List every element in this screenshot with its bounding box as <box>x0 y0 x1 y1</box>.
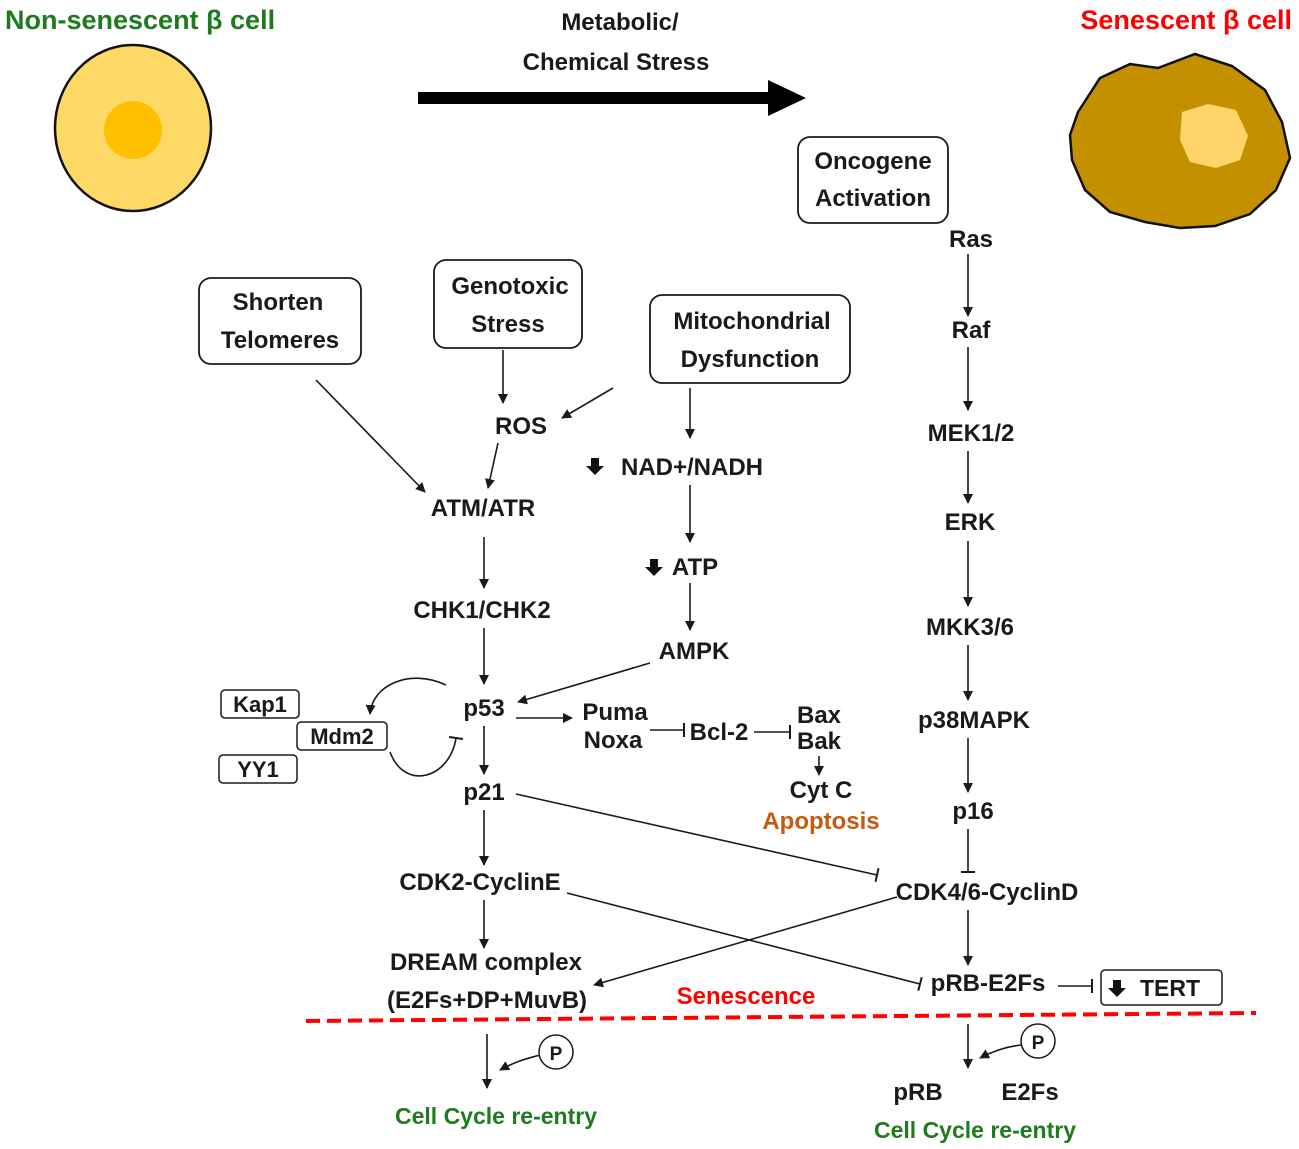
node-erk: ERK <box>945 509 996 536</box>
node-p16: p16 <box>952 798 993 825</box>
kap1-box: Kap1 <box>220 689 300 719</box>
node-dream-complex: DREAM complex <box>390 949 583 976</box>
kap1-label: Kap1 <box>233 692 287 717</box>
cell-cycle-reentry-right: Cell Cycle re-entry <box>874 1117 1076 1143</box>
stress-label-line2: Chemical Stress <box>523 49 710 76</box>
node-atm-atr: ATM/ATR <box>431 495 535 522</box>
senescent-cell-label: Senescent β cell <box>1080 5 1292 35</box>
telomeres-label-2: Telomeres <box>221 327 339 354</box>
node-chk1-chk2: CHK1/CHK2 <box>413 597 550 624</box>
node-p38mapk: p38MAPK <box>918 707 1031 734</box>
node-ros: ROS <box>495 413 547 440</box>
oncogene-label-1: Oncogene <box>814 148 931 175</box>
stress-arrow <box>418 80 806 116</box>
node-bax: Bax <box>797 702 842 729</box>
genotoxic-label-1: Genotoxic <box>451 273 568 300</box>
node-noxa: Noxa <box>584 727 643 754</box>
tert-label: TERT <box>1140 975 1200 1001</box>
node-cdk46-cyclind: CDK4/6-CyclinD <box>896 879 1079 906</box>
node-cdk2-cycline: CDK2-CyclinE <box>399 869 560 896</box>
node-e2fs: E2Fs <box>1001 1079 1058 1106</box>
tert-box: TERT <box>1100 969 1223 1006</box>
telomeres-label-1: Shorten <box>233 289 324 316</box>
mito-label-1: Mitochondrial <box>673 308 830 335</box>
senescence-boundary <box>305 1011 1257 1023</box>
mdm2-label: Mdm2 <box>310 724 374 749</box>
connectors <box>315 254 1093 1089</box>
node-atp: ATP <box>672 554 718 581</box>
down-arrow-icon-nad <box>586 458 604 475</box>
phosphate-right-label: P <box>1032 1033 1045 1054</box>
phosphate-right: P <box>1020 1023 1056 1059</box>
mitochondrial-dysfunction-box: Mitochondrial Dysfunction <box>649 294 851 384</box>
node-p53: p53 <box>463 695 504 722</box>
mito-label-2: Dysfunction <box>681 346 820 373</box>
cell-cycle-reentry-left: Cell Cycle re-entry <box>395 1103 597 1129</box>
node-bak: Bak <box>797 728 842 755</box>
node-ampk: AMPK <box>659 638 730 665</box>
yy1-box: YY1 <box>218 754 298 784</box>
down-arrow-icon-atp <box>645 559 663 576</box>
node-nad-nadh: NAD+/NADH <box>621 454 763 481</box>
yy1-label: YY1 <box>237 757 279 782</box>
node-ras: Ras <box>949 226 993 253</box>
node-cytc: Cyt C <box>790 777 853 804</box>
oncogene-label-2: Activation <box>815 185 931 212</box>
phosphate-left-label: P <box>550 1044 563 1065</box>
non-senescent-cell-label: Non-senescent β cell <box>5 5 275 35</box>
node-prb: pRB <box>893 1079 942 1106</box>
genotoxic-label-2: Stress <box>471 311 544 338</box>
stress-label-line1: Metabolic/ <box>561 9 679 36</box>
node-bcl2: Bcl-2 <box>690 719 749 746</box>
node-puma: Puma <box>582 699 648 726</box>
node-mek: MEK1/2 <box>928 420 1015 447</box>
shorten-telomeres-box: Shorten Telomeres <box>198 277 362 365</box>
senescent-cell <box>1068 52 1292 230</box>
genotoxic-stress-box: Genotoxic Stress <box>433 259 583 349</box>
node-p21: p21 <box>463 779 504 806</box>
node-prb-e2fs: pRB-E2Fs <box>931 970 1046 997</box>
apoptosis-label: Apoptosis <box>762 808 879 835</box>
node-dream-components: (E2Fs+DP+MuvB) <box>387 987 587 1014</box>
node-raf: Raf <box>952 317 992 344</box>
node-mkk: MKK3/6 <box>926 614 1014 641</box>
senescence-label: Senescence <box>677 983 816 1010</box>
oncogene-activation-box: Oncogene Activation <box>797 136 949 224</box>
phosphate-left: P <box>538 1034 574 1070</box>
non-senescent-cell <box>53 43 213 213</box>
down-arrow-icon <box>1108 980 1126 997</box>
mdm2-box: Mdm2 <box>296 721 388 751</box>
